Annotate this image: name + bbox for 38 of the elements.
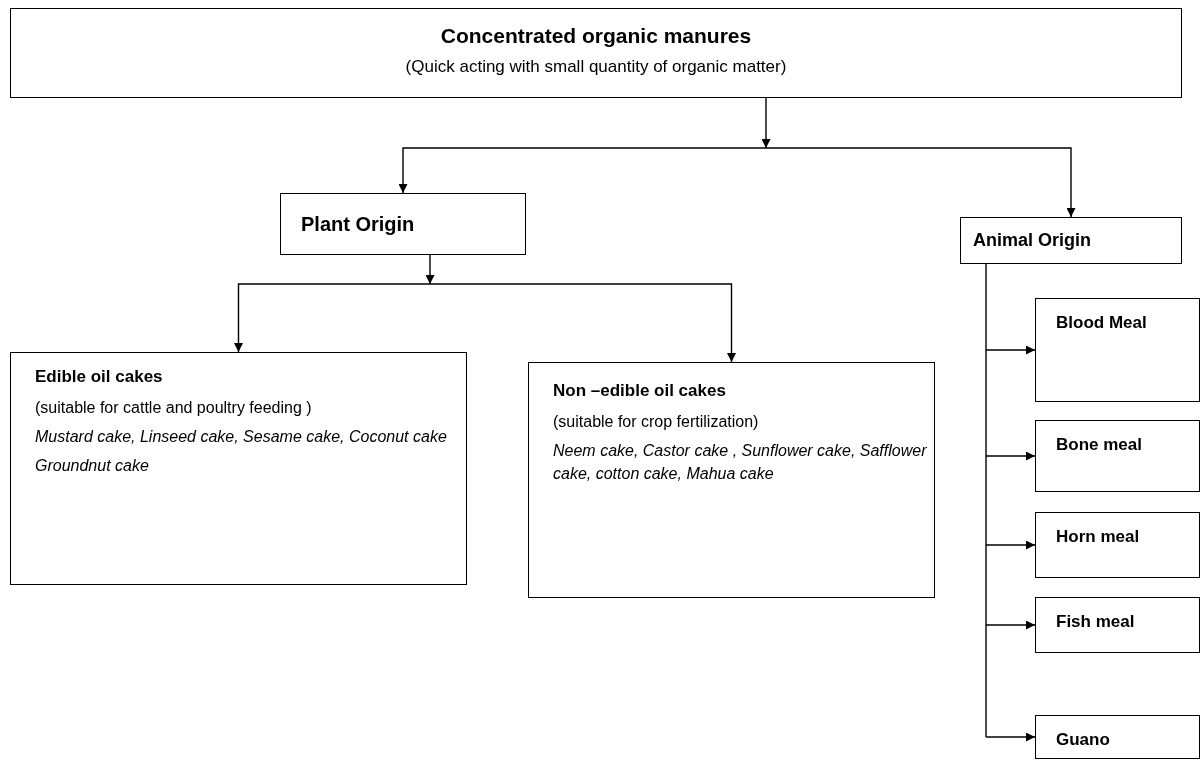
- category-box: [1035, 420, 1200, 492]
- connector-arrow: [985, 732, 1036, 742]
- category-box: [960, 217, 1182, 264]
- category-box: [1035, 298, 1200, 402]
- category-box: [1035, 715, 1200, 759]
- connector-arrow: [425, 254, 435, 285]
- connector-arrow: [985, 451, 1036, 461]
- connector-arrow: [429, 283, 736, 363]
- category-box: [1035, 597, 1200, 653]
- box-heading: Edible oil cakes: [35, 366, 164, 388]
- box-heading: Blood Meal: [1056, 312, 1148, 334]
- box-heading: Guano: [1056, 729, 1111, 751]
- category-box: [280, 193, 526, 255]
- category-box: [10, 352, 467, 585]
- box-heading: Bone meal: [1056, 434, 1143, 456]
- example-list: Neem cake, Castor cake , Sunflower cake, Safflower cake, cotton cake, Mahua cake: [553, 438, 934, 486]
- box-heading: Non –edible oil cakes: [553, 380, 727, 402]
- connector-arrow: [985, 540, 1036, 550]
- box-heading: Concentrated organic manures: [440, 23, 752, 49]
- box-heading: Horn meal: [1056, 526, 1141, 548]
- example-list: Mustard cake, Linseed cake, Sesame cake, Coconut cake: [35, 424, 466, 448]
- connector-line: [985, 263, 987, 738]
- connector-arrow: [765, 147, 1076, 218]
- box-note: (suitable for crop fertilization): [553, 411, 760, 432]
- category-box: [528, 362, 935, 598]
- connector-arrow: [398, 147, 767, 194]
- box-heading: Plant Origin: [301, 211, 416, 237]
- box-heading: Animal Origin: [973, 229, 1092, 253]
- connector-arrow: [234, 283, 431, 353]
- connector-arrow: [761, 97, 771, 149]
- box-note: (suitable for cattle and poultry feeding ): [35, 397, 313, 418]
- box-note: (Quick acting with small quantity of organic matter): [405, 56, 787, 79]
- box-heading: Fish meal: [1056, 611, 1136, 633]
- connector-arrow: [985, 620, 1036, 630]
- example-list: Groundnut cake: [35, 454, 466, 478]
- connector-arrow: [985, 345, 1036, 355]
- category-box: [10, 8, 1182, 98]
- category-box: [1035, 512, 1200, 578]
